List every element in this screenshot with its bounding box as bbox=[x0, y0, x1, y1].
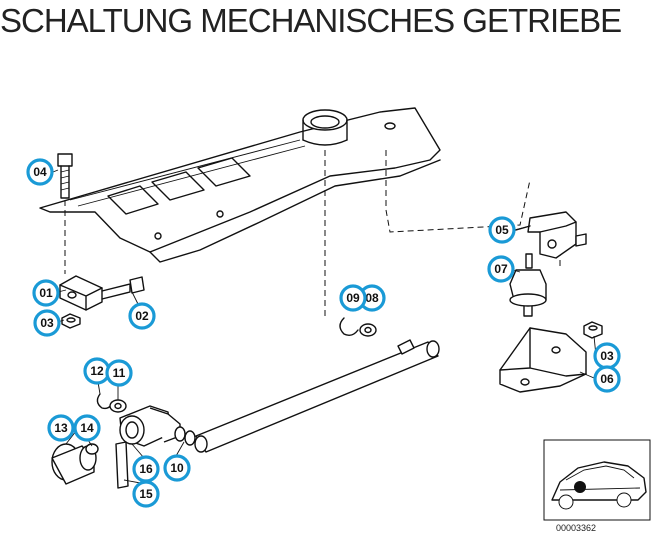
ring-11 bbox=[109, 399, 127, 413]
callout-11[interactable]: 11 bbox=[105, 359, 133, 387]
callout-05[interactable]: 05 bbox=[488, 216, 516, 244]
svg-text:14: 14 bbox=[80, 421, 94, 435]
rubber-mount-07 bbox=[509, 253, 547, 317]
svg-text:05: 05 bbox=[495, 223, 509, 237]
callout-03-right[interactable]: 03 bbox=[593, 342, 621, 370]
washer-08 bbox=[359, 323, 377, 337]
circlip-09 bbox=[339, 317, 359, 337]
callout-10[interactable]: 10 bbox=[163, 454, 191, 482]
bracket-06 bbox=[499, 327, 587, 393]
svg-text:07: 07 bbox=[494, 262, 508, 276]
svg-text:04: 04 bbox=[33, 165, 47, 179]
svg-text:03: 03 bbox=[40, 316, 54, 330]
svg-text:11: 11 bbox=[113, 366, 126, 380]
reference-code: 00003362 bbox=[556, 523, 596, 533]
callout-07[interactable]: 07 bbox=[487, 255, 515, 283]
svg-text:16: 16 bbox=[139, 462, 153, 476]
callout-09[interactable]: 09 bbox=[339, 284, 367, 312]
svg-text:12: 12 bbox=[90, 364, 104, 378]
callout-12[interactable]: 12 bbox=[83, 357, 111, 385]
joint-16 bbox=[115, 405, 181, 489]
svg-text:10: 10 bbox=[170, 461, 184, 475]
nut-03-right bbox=[583, 321, 603, 339]
svg-text:15: 15 bbox=[139, 487, 153, 501]
shift-plate bbox=[39, 107, 441, 263]
bolt-02 bbox=[101, 276, 145, 300]
page-title: SCHALTUNG MECHANISCHES GETRIEBE bbox=[0, 2, 622, 39]
vehicle-location-inset: 00003362 bbox=[543, 439, 651, 533]
callout-13[interactable]: 13 bbox=[47, 414, 75, 442]
callout-14[interactable]: 14 bbox=[73, 414, 101, 442]
clamp-block-01 bbox=[59, 275, 103, 311]
svg-text:03: 03 bbox=[600, 349, 614, 363]
svg-text:08: 08 bbox=[365, 291, 379, 305]
bracket-05 bbox=[515, 211, 587, 259]
callout-01[interactable]: 01 bbox=[32, 279, 60, 307]
callout-02[interactable]: 02 bbox=[128, 302, 156, 330]
shift-rod bbox=[194, 339, 440, 453]
callout-16[interactable]: 16 bbox=[132, 455, 160, 483]
ring-10 bbox=[174, 426, 196, 446]
callout-04[interactable]: 04 bbox=[26, 158, 54, 186]
svg-text:01: 01 bbox=[39, 286, 53, 300]
svg-text:02: 02 bbox=[135, 309, 149, 323]
location-marker bbox=[574, 481, 586, 493]
bolt-04 bbox=[57, 153, 73, 274]
callout-06[interactable]: 06 bbox=[593, 365, 621, 393]
svg-text:13: 13 bbox=[54, 421, 68, 435]
svg-text:09: 09 bbox=[346, 291, 360, 305]
callout-03-left[interactable]: 03 bbox=[33, 309, 61, 337]
nut-03-left bbox=[61, 313, 81, 329]
callout-15[interactable]: 15 bbox=[132, 480, 160, 508]
ring-14 bbox=[85, 443, 99, 455]
svg-text:06: 06 bbox=[600, 372, 614, 386]
